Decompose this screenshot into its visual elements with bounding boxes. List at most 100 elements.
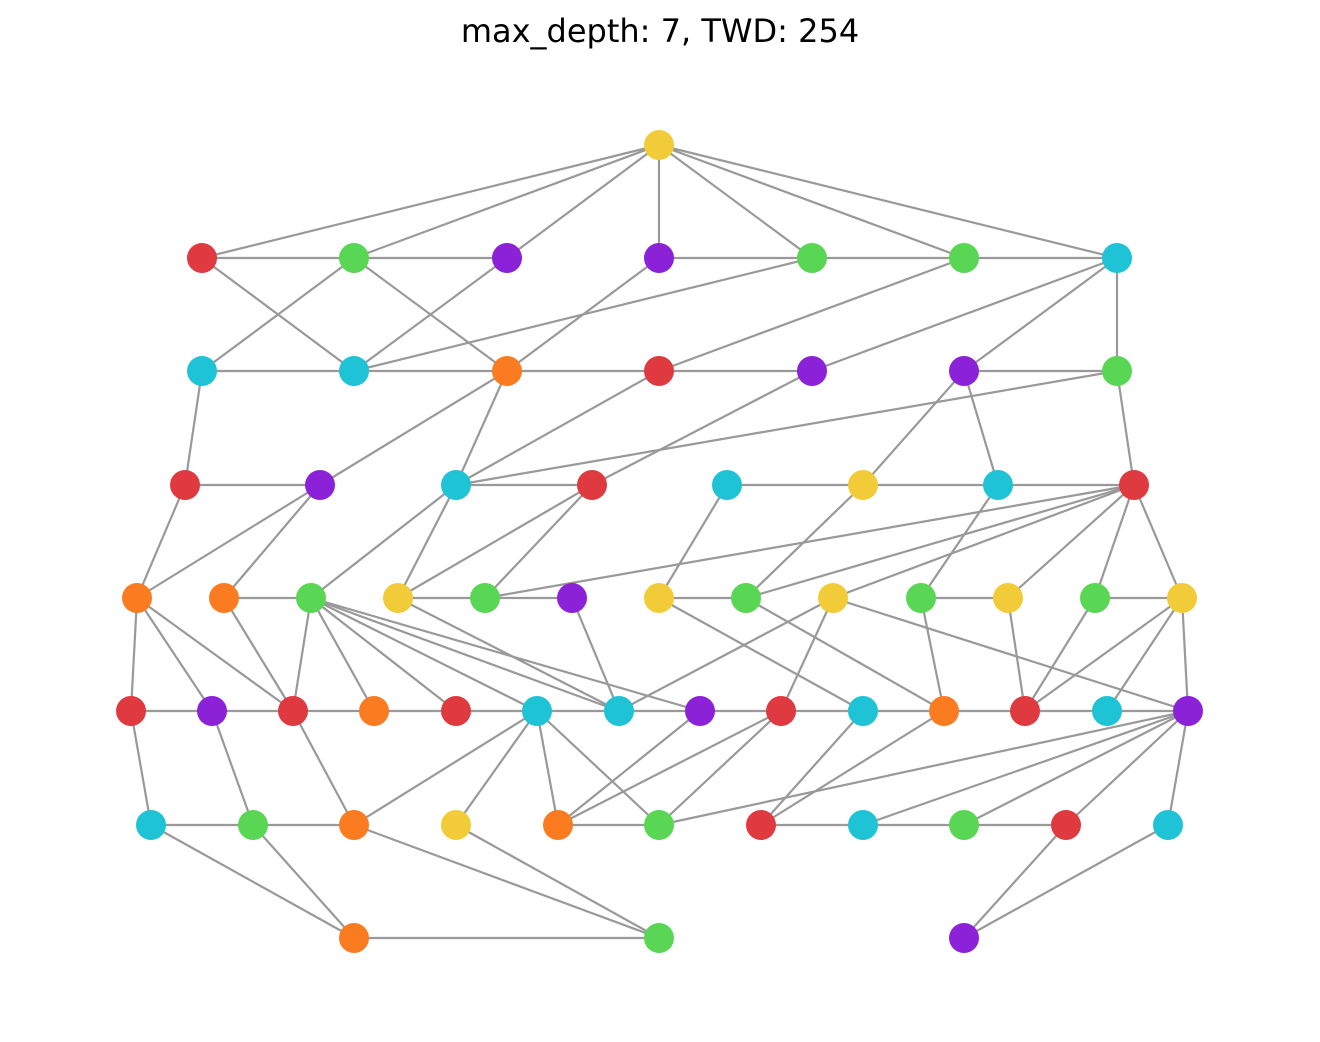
graph-edge [570,597,621,712]
graph-edge [455,824,660,939]
graph-node-red [644,356,674,386]
graph-edge [862,709,1189,827]
graph-edge [760,710,864,826]
graph-node-orange [339,810,369,840]
graph-node-green [339,243,369,273]
graph-node-green [949,243,979,273]
graph-edge [1115,370,1136,486]
graph-edge [136,597,294,712]
graph-edge [963,824,1067,939]
graph-node-green [797,243,827,273]
graph-node-yellow [644,130,674,160]
graph-node-orange [339,923,369,953]
graph-edge [658,484,728,599]
graph-node-orange [543,810,573,840]
graph-node-cyan [522,696,552,726]
graph-edge [223,484,321,599]
graph-edge [292,710,355,826]
graph-edge [745,597,945,712]
graph-edge [780,597,834,712]
graph-edge [310,596,620,713]
graph-node-yellow [441,810,471,840]
graph-edge [397,484,593,599]
graph-edge [557,710,701,826]
graph-node-cyan [604,696,634,726]
graph-node-cyan [983,470,1013,500]
graph-node-green [238,810,268,840]
graph-node-yellow [383,583,413,613]
graph-edge [963,257,1118,372]
graph-edge [353,710,538,826]
graph-edge [658,143,1118,260]
graph-node-cyan [187,356,217,386]
graph-edge [455,369,1118,487]
graph-edge [658,597,864,712]
graph-node-green [296,583,326,613]
graph-edge [745,483,1135,600]
graph-node-cyan [1092,696,1122,726]
graph-node-red [1119,470,1149,500]
graph-edge [201,257,355,372]
graph-edge [135,484,187,599]
graph-edge [210,710,255,826]
graph-edge [658,143,965,260]
graph-edge [1024,597,1183,712]
graph-edge [920,484,999,599]
graph-node-orange [122,583,152,613]
graph-node-orange [209,583,239,613]
graph-node-orange [929,696,959,726]
graph-node-purple [797,356,827,386]
graph-node-red [187,243,217,273]
graph-edge [1065,710,1189,826]
graph-edge [183,370,204,486]
graph-edge [319,370,508,486]
graph-edge [963,824,1169,939]
graph-node-cyan [441,470,471,500]
graph-edge [310,597,538,712]
graph-edge [832,596,1189,713]
graph-node-red [278,696,308,726]
graph-node-cyan [848,810,878,840]
graph-edge [963,710,1189,826]
node-layer [116,130,1203,953]
graph-edge [150,824,355,939]
graph-node-purple [197,696,227,726]
graph-edge [1006,597,1027,712]
graph-node-cyan [339,356,369,386]
graph-node-green [949,810,979,840]
graph-edge [506,144,660,259]
graph-node-purple [644,243,674,273]
graph-node-purple [949,923,979,953]
graph-node-yellow [1167,583,1197,613]
graph-node-red [170,470,200,500]
graph-edge [455,370,660,486]
graph-edge [1132,484,1184,599]
graph-node-red [1051,810,1081,840]
graph-node-orange [359,696,389,726]
graph-node-red [746,810,776,840]
graph-node-cyan [848,696,878,726]
graph-edge [862,370,965,486]
graph-node-cyan [1102,243,1132,273]
graph-edge [658,710,782,826]
graph-node-red [766,696,796,726]
chart-title: max_depth: 7, TWD: 254 [460,12,860,50]
graph-edge [397,597,620,712]
graph-edge [310,597,457,712]
graph-edge [129,710,153,826]
graph-node-red [116,696,146,726]
graph-node-yellow [848,470,878,500]
graph-edge [454,370,509,486]
graph-node-purple [492,243,522,273]
graph-node-yellow [818,583,848,613]
graph-node-yellow [644,583,674,613]
graph-node-red [577,470,607,500]
graph-edge [811,256,1118,373]
graph-edge [129,597,139,712]
graph-edge [658,144,813,259]
graph-node-green [1102,356,1132,386]
graph-edge [1093,484,1136,599]
graph-edge [962,370,1000,486]
